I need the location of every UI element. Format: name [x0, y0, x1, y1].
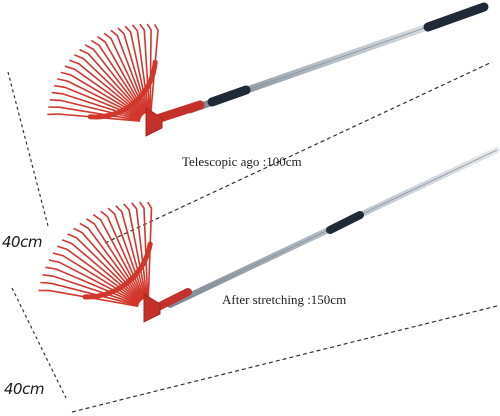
- bottom-rake-tine: [139, 201, 149, 299]
- top-rake-tine: [97, 36, 146, 114]
- top-rake-tine: [150, 24, 159, 113]
- top-length-guide: [104, 61, 493, 244]
- bottom-rake-tine: [147, 201, 153, 299]
- top-rake-tine: [131, 24, 150, 113]
- top-rake-cross-wire: [87, 59, 158, 120]
- bottom-rake-tine: [107, 207, 146, 299]
- top-rake-tine: [84, 44, 145, 115]
- bottom-length-guide: [71, 305, 498, 413]
- bottom-caption: After stretching :150cm: [222, 292, 347, 307]
- bottom-rake-tine: [67, 233, 142, 302]
- top-rake-tine: [79, 48, 144, 116]
- top-caption: Telescopic ago :100cm: [182, 154, 302, 169]
- top-rake-tine: [110, 29, 148, 113]
- top-rake-tine: [69, 59, 143, 117]
- top-rake-tine: [54, 84, 142, 119]
- bottom-handle: [167, 147, 500, 308]
- bottom-rake-tine: [62, 239, 141, 303]
- bottom-rake-cross-wire: [82, 241, 153, 300]
- bottom-rake-tine: [92, 214, 145, 300]
- top-rake-tine: [57, 78, 142, 119]
- bottom-rake-tine: [40, 281, 139, 307]
- bottom-rake-tine: [86, 218, 144, 301]
- top-rake-tine: [124, 25, 149, 113]
- top-rake-tine: [51, 91, 141, 120]
- top-rake-tine: [73, 54, 144, 116]
- top-handle: [186, 2, 489, 114]
- bottom-rake-tine: [38, 289, 139, 308]
- top-rake-base-plate: [145, 107, 163, 137]
- top-rake-tine: [90, 39, 146, 115]
- top-rake-tine: [47, 113, 141, 122]
- bottom-rake-tine: [52, 252, 140, 304]
- top-rake-tine: [103, 32, 147, 114]
- bottom-rake: [11, 147, 500, 413]
- top-rake-tine: [117, 27, 148, 113]
- top-rake: [7, 2, 493, 244]
- bottom-rake-tine: [73, 227, 143, 302]
- top-rake-head: [47, 23, 163, 137]
- top-rake-tine: [64, 65, 143, 117]
- bottom-rake-base-plate: [143, 293, 161, 323]
- top-dimension-label: 40cm: [2, 233, 42, 251]
- bottom-dimension-label: 40cm: [4, 380, 44, 398]
- top-rake-collar: [155, 100, 205, 123]
- bottom-dimension-line: [11, 287, 67, 399]
- bottom-rake-tine: [79, 222, 143, 301]
- top-rake-tine: [60, 71, 142, 118]
- bottom-rake-head: [38, 201, 161, 323]
- bottom-rake-tine: [57, 245, 141, 303]
- bottom-rake-tine: [100, 210, 145, 300]
- top-dimension-line: [7, 71, 49, 227]
